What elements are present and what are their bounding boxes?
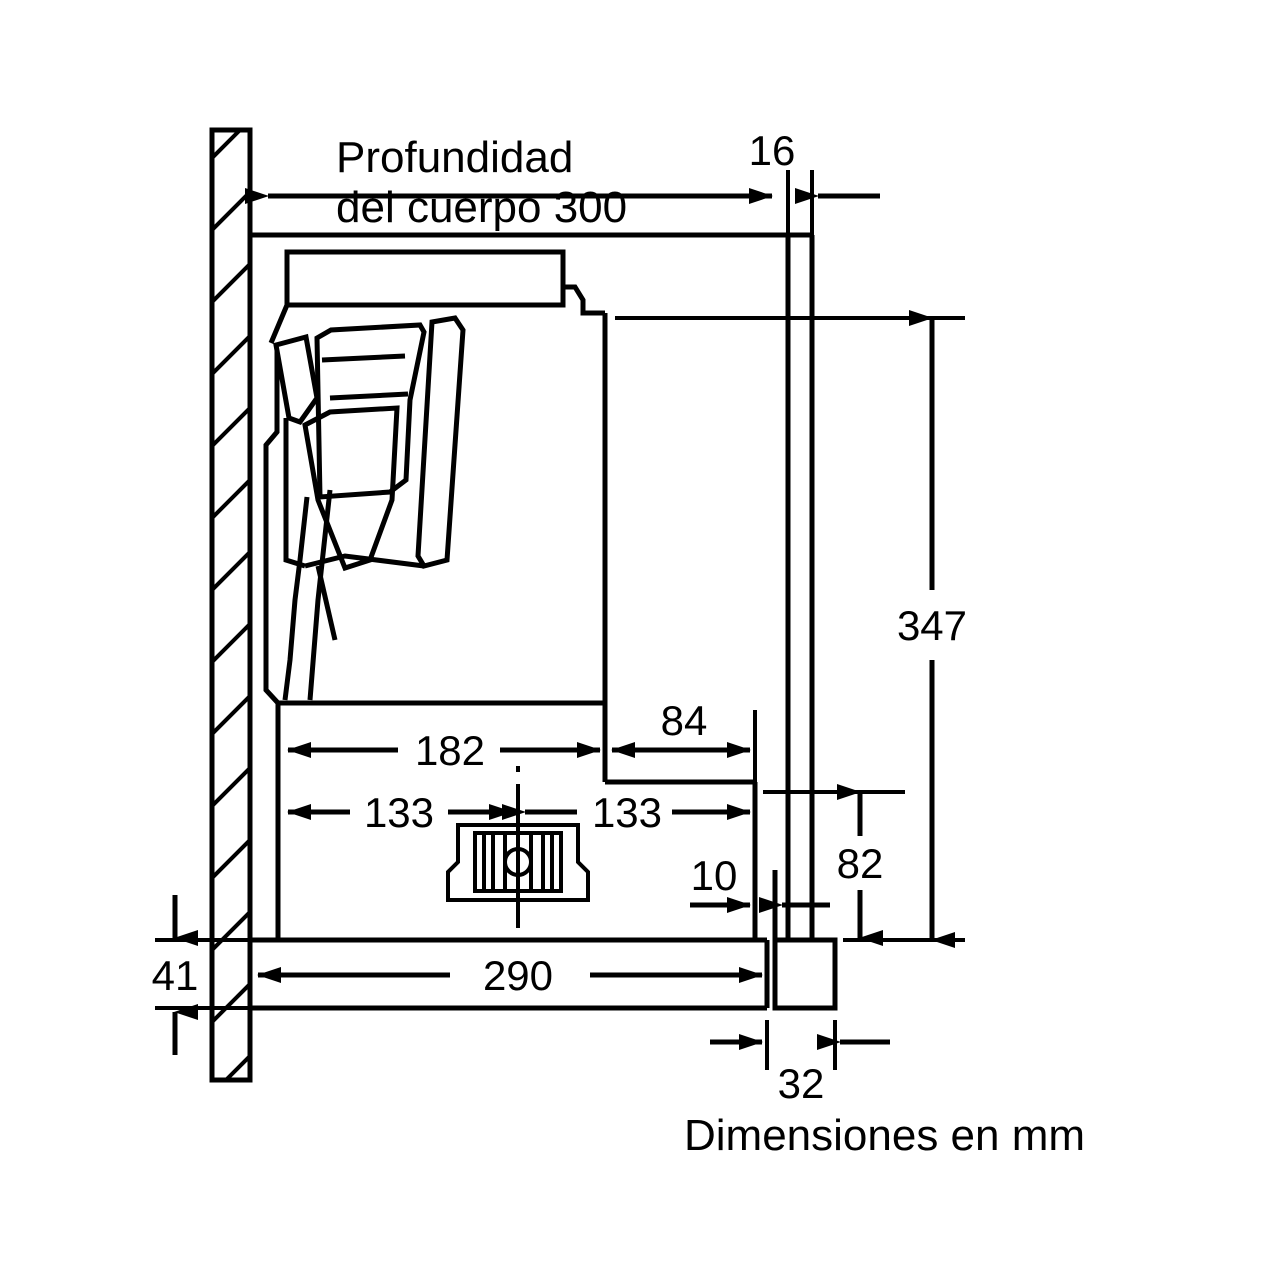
dimension-upper-right: 84	[611, 697, 757, 782]
offset-label: 10	[691, 852, 738, 899]
upper-right-label: 84	[661, 697, 708, 744]
units-caption: Dimensiones en mm	[684, 1111, 1085, 1160]
dimension-base-width: 290	[257, 952, 763, 999]
base-plate	[250, 937, 770, 1011]
end-block	[772, 937, 838, 1011]
wall-offset-label: 41	[152, 952, 199, 999]
top-gap-label: 16	[749, 127, 796, 174]
dimension-offset: 10	[690, 852, 830, 913]
dimension-top-gap: 16	[749, 127, 880, 240]
center-left-label: 133	[364, 789, 434, 836]
end-block-label: 32	[778, 1060, 825, 1107]
body-depth-label-line2: del cuerpo 300	[336, 183, 627, 232]
dimension-upper-left: 182	[287, 727, 601, 774]
panel-height-label: 82	[837, 840, 884, 887]
telescopic-filter-panel	[273, 315, 466, 641]
dimension-panel-height: 82	[763, 784, 905, 946]
hood-lower-shell	[275, 703, 758, 940]
body-depth-label-line1: Profundidad	[336, 133, 573, 182]
upper-left-label: 182	[415, 727, 485, 774]
dimension-end-block: 32	[710, 1020, 890, 1107]
total-height-label: 347	[897, 602, 967, 649]
center-right-label: 133	[592, 789, 662, 836]
dimension-body-depth: Profundidad del cuerpo 300	[245, 133, 773, 240]
hood-body	[250, 232, 812, 782]
wall-section	[209, 127, 253, 1083]
dimension-center-split: 133 133	[287, 766, 751, 928]
dimension-wall-offset: 41	[152, 895, 250, 1055]
base-width-label: 290	[483, 952, 553, 999]
